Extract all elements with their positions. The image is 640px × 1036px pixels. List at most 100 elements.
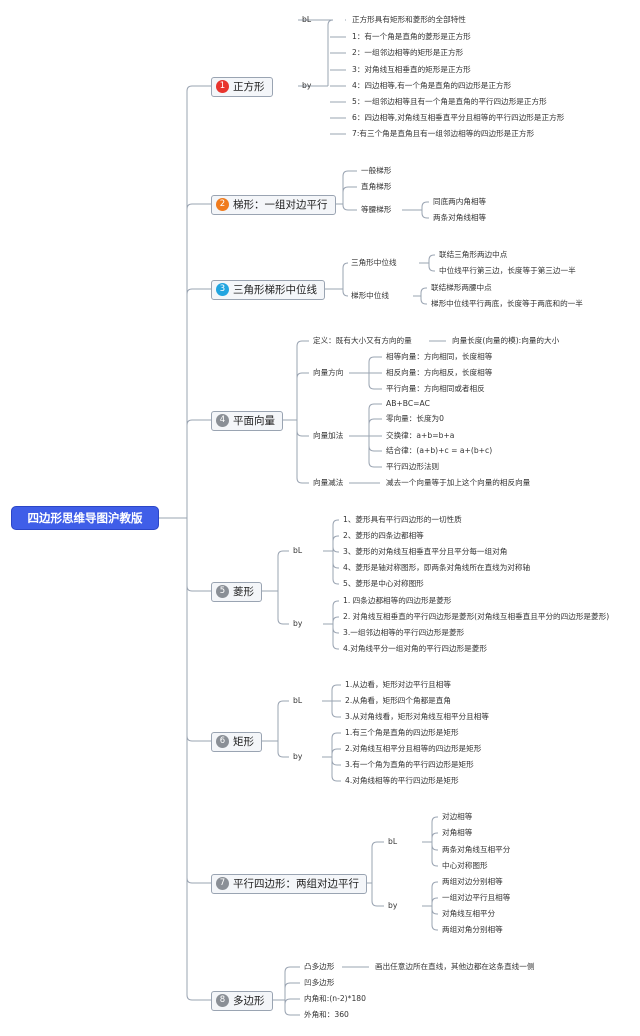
leaf-parallelogram-1-4[interactable]: 中心对称图形 (442, 861, 488, 870)
connector-line (368, 373, 382, 390)
leaf-rectangle-2-1[interactable]: 1.有三个角是直角的四边形是矩形 (345, 728, 459, 737)
connector-line (332, 551, 339, 569)
connector-line (368, 418, 382, 436)
number-badge-icon: 2 (216, 197, 229, 211)
leaf-rhombus-1-4[interactable]: 4、菱形是轴对称图形，即两条对角线所在直线为对称轴 (343, 563, 531, 572)
leaf-rhombus-1-5[interactable]: 5、菱形是中心对称图形 (343, 579, 424, 588)
leaf-rhombus-2-4[interactable]: 4.对角线平分一组对角的平行四边形是菱形 (343, 644, 487, 653)
subtopic-vector-4[interactable]: 向量减法 (313, 478, 344, 487)
subtopic-trapezoid-2[interactable]: 直角梯形 (361, 182, 392, 191)
leaf-vector-3-2[interactable]: 零向量：长度为0 (386, 414, 444, 423)
subtopic-vector-1[interactable]: 定义：既有大小又有方向的量 (313, 336, 412, 345)
leaf-rhombus-1-1[interactable]: 1、菱形具有平行四边形的一切性质 (343, 515, 462, 524)
number-badge-icon: 4 (216, 413, 229, 427)
leaf-parallelogram-1-3[interactable]: 两条对角线互相平分 (442, 845, 511, 854)
leaf-parallelogram-1-2[interactable]: 对角相等 (442, 828, 473, 837)
leaf-parallelogram-2-3[interactable]: 对角线互相平分 (442, 909, 496, 918)
leaf-square-1-1[interactable]: 正方形具有矩形和菱形的全部特性 (352, 15, 466, 24)
connector-line (368, 403, 382, 436)
connector-line (371, 841, 384, 883)
connector-line (371, 883, 384, 907)
connector-line (332, 616, 339, 624)
subtopic-polygon-3[interactable]: 内角和:(n-2)*180 (304, 994, 366, 1003)
leaf-parallelogram-2-1[interactable]: 两组对边分别相等 (442, 877, 503, 886)
leaf-rectangle-1-3[interactable]: 3.从对角线看，矩形对角线互相平分且相等 (345, 712, 489, 721)
connector-line (186, 518, 211, 1001)
leaf-rhombus-2-2[interactable]: 2. 对角线互相垂直的平行四边形是菱形(对角线互相垂直且平分的四边形是菱形) (343, 612, 610, 621)
subtopic-rectangle-2[interactable]: by (293, 752, 303, 761)
subtopic-midline-1[interactable]: 三角形中位线 (351, 258, 397, 267)
connector-line (420, 287, 427, 296)
leaf-rhombus-2-3[interactable]: 3.一组邻边相等的平行四边形是菱形 (343, 628, 465, 637)
number-badge-icon: 1 (216, 79, 229, 93)
leaf-rectangle-2-2[interactable]: 2.对角线互相平分且相等的四边形是矩形 (345, 744, 482, 753)
number-badge-icon: 3 (216, 282, 229, 296)
topic-square[interactable]: 1 正方形 (211, 77, 273, 97)
subtopic-midline-2[interactable]: 梯形中位线 (351, 291, 389, 300)
leaf-midline-2-2[interactable]: 梯形中位线平行两底，长度等于两底和的一半 (431, 299, 583, 308)
number-badge-icon: 5 (216, 584, 229, 598)
leaf-rhombus-2-1[interactable]: 1. 四条边都相等的四边形是菱形 (343, 596, 452, 605)
leaf-square-2-7[interactable]: 7:有三个角是直角且有一组邻边相等的四边形是正方形 (352, 129, 535, 138)
leaf-midline-1-2[interactable]: 中位线平行第三边，长度等于第三边一半 (439, 266, 576, 275)
topic-label: 正方形 (233, 81, 265, 93)
subtopic-square-1[interactable]: bL (302, 15, 312, 24)
subtopic-polygon-2[interactable]: 凹多边形 (304, 978, 335, 987)
leaf-rectangle-2-3[interactable]: 3.有一个角为直角的平行四边形是矩形 (345, 760, 474, 769)
subtopic-vector-2[interactable]: 向量方向 (313, 368, 344, 377)
leaf-vector-3-4[interactable]: 结合律：(a+b)+c = a+(b+c) (386, 446, 493, 455)
subtopic-rhombus-2[interactable]: by (293, 619, 303, 628)
leaf-trapezoid-3-1[interactable]: 同底两内角相等 (433, 197, 487, 206)
leaf-vector-3-3[interactable]: 交换律：a+b=b+a (386, 431, 455, 440)
leaf-polygon-1-1[interactable]: 画出任意边所在直线，其他边都在这条直线一侧 (375, 962, 535, 971)
leaf-square-2-4[interactable]: 4：四边相等,有一个角是直角的四边形是正方形 (352, 81, 512, 90)
subtopic-parallelogram-2[interactable]: by (388, 901, 398, 910)
leaf-vector-1-1[interactable]: 向量长度(向量的模):向量的大小 (452, 336, 560, 345)
leaf-square-2-6[interactable]: 6：四边相等,对角线互相垂直平分且相等的平行四边形是正方形 (352, 113, 565, 122)
connector-line (277, 700, 289, 741)
leaf-square-2-1[interactable]: 1：有一个角是直角的菱形是正方形 (352, 32, 471, 41)
leaf-rectangle-1-2[interactable]: 2.从角看，矩形四个角都是直角 (345, 696, 451, 705)
subtopic-parallelogram-1[interactable]: bL (388, 837, 398, 846)
subtopic-polygon-1[interactable]: 凸多边形 (304, 962, 335, 971)
leaf-rectangle-2-4[interactable]: 4.对角线相等的平行四边形是矩形 (345, 776, 459, 785)
leaf-vector-2-2[interactable]: 相反向量：方向相反，长度相等 (386, 368, 493, 377)
leaf-square-2-3[interactable]: 3：对角线互相垂直的矩形是正方形 (352, 65, 471, 74)
connector-line (428, 263, 435, 272)
leaf-rhombus-1-3[interactable]: 3、菱形的对角线互相垂直平分且平分每一组对角 (343, 547, 508, 556)
leaf-vector-3-5[interactable]: 平行四边形法则 (386, 462, 440, 471)
leaf-vector-4-1[interactable]: 减去一个向量等于加上这个向量的相反向量 (386, 478, 531, 487)
connector-line (342, 170, 357, 204)
subtopic-square-2[interactable]: by (302, 81, 312, 90)
leaf-parallelogram-1-1[interactable]: 对边相等 (442, 812, 473, 821)
leaf-vector-3-1[interactable]: AB+BC=AC (386, 399, 430, 408)
connector-line (296, 340, 309, 420)
leaf-rectangle-1-1[interactable]: 1.从边看，矩形对边平行且相等 (345, 680, 451, 689)
subtopic-trapezoid-3[interactable]: 等腰梯形 (361, 205, 392, 214)
leaf-midline-2-1[interactable]: 联结梯形两腰中点 (431, 283, 492, 292)
leaf-rhombus-1-2[interactable]: 2、菱形的四条边都相等 (343, 531, 424, 540)
leaf-parallelogram-2-4[interactable]: 两组对角分别相等 (442, 925, 503, 934)
subtopic-rhombus-1[interactable]: bL (293, 546, 303, 555)
leaf-midline-1-1[interactable]: 联结三角形两边中点 (439, 250, 508, 259)
leaf-square-2-2[interactable]: 2：一组邻边相等的矩形是正方形 (352, 48, 464, 57)
leaf-parallelogram-2-2[interactable]: 一组对边平行且相等 (442, 893, 511, 902)
leaf-trapezoid-3-2[interactable]: 两条对角线相等 (433, 213, 487, 222)
connector-line (332, 624, 339, 634)
leaf-vector-2-3[interactable]: 平行向量：方向相同或者相反 (386, 384, 485, 393)
leaf-square-2-5[interactable]: 5：一组邻边相等且有一个角是直角的平行四边形是正方形 (352, 97, 547, 106)
subtopic-trapezoid-1[interactable]: 一般梯形 (361, 166, 392, 175)
root-topic[interactable]: 四边形思维导图沪教版 (12, 507, 158, 529)
subtopic-vector-3[interactable]: 向量加法 (313, 431, 344, 440)
leaf-vector-2-1[interactable]: 相等向量：方向相同，长度相等 (386, 352, 493, 361)
connector-line (431, 842, 438, 851)
subtopic-rectangle-1[interactable]: bL (293, 696, 303, 705)
subtopic-polygon-4[interactable]: 外角和：360 (304, 1010, 349, 1019)
